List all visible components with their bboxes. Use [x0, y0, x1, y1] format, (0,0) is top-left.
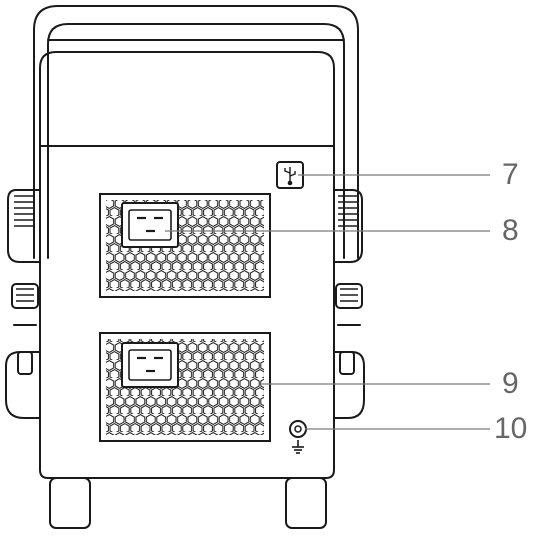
usb-port [276, 161, 304, 189]
foot-right [285, 477, 327, 529]
ac-inlet-upper [121, 202, 179, 248]
left-grip-ridges [14, 195, 34, 227]
right-handle-lower [333, 351, 365, 419]
ac-inlet-lower [121, 342, 179, 388]
left-latch-ridges [16, 288, 34, 302]
handle-inner [47, 23, 345, 259]
left-latch-upper [11, 283, 39, 309]
usb-icon [284, 167, 296, 186]
left-handle-lower [5, 351, 41, 419]
callout-label-7: 7 [502, 158, 519, 191]
callout-label-10: 10 [494, 412, 528, 445]
foot-left [49, 477, 91, 529]
right-latch-upper [335, 283, 363, 309]
power-supply-lower [99, 332, 271, 442]
power-supply-upper [99, 193, 271, 298]
ground-terminal [289, 420, 307, 454]
ground-symbol-icon [292, 440, 304, 454]
right-grip-ridges [338, 195, 358, 227]
handle-outer [33, 5, 359, 259]
left-side-grip [7, 189, 41, 263]
right-side-grip [333, 189, 363, 263]
left-handle-lower-tab [17, 351, 33, 375]
callout-label-9: 9 [502, 367, 519, 400]
callout-label-8: 8 [502, 214, 519, 247]
right-handle-lower-tab [339, 351, 355, 375]
device-body [39, 51, 335, 479]
right-latch-ridges [340, 288, 358, 302]
